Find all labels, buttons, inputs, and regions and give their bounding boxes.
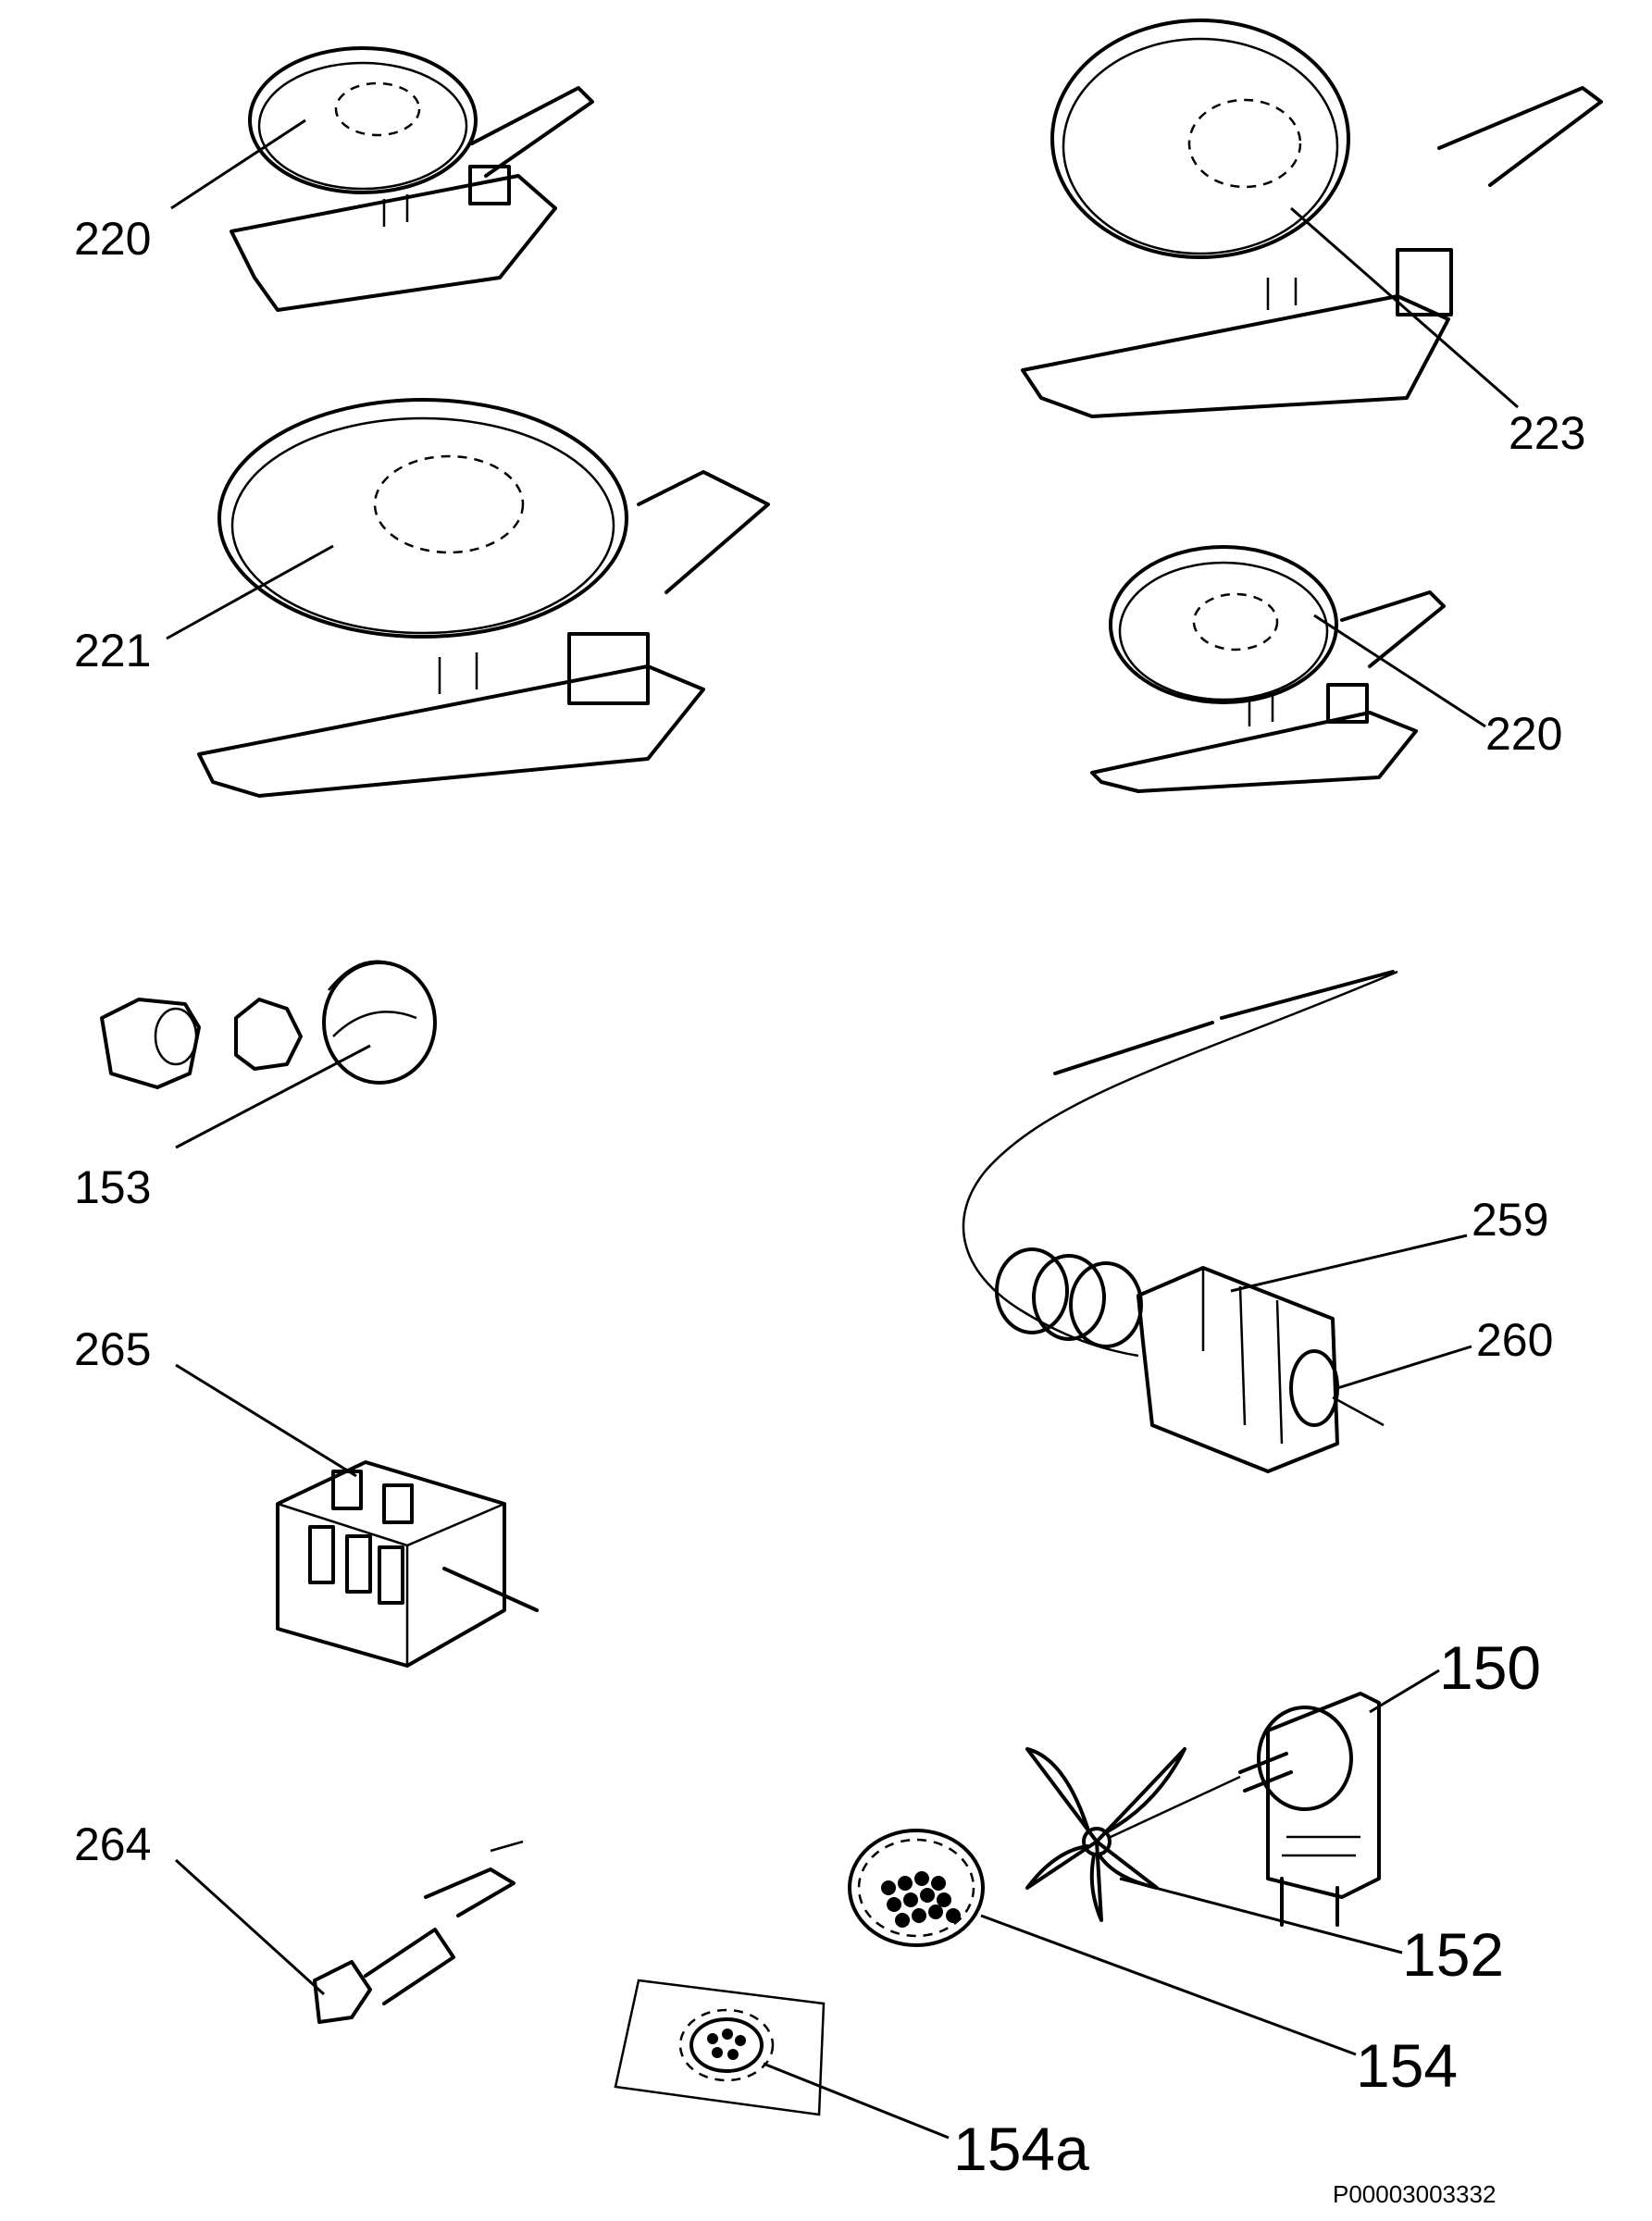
label-259: 259 bbox=[1472, 1194, 1548, 1246]
document-code: P00003003332 bbox=[1333, 2180, 1496, 2208]
hotplate-221 bbox=[197, 398, 770, 798]
label-153: 153 bbox=[74, 1161, 151, 1213]
hotplate-223 bbox=[1021, 19, 1603, 418]
label-154: 154 bbox=[1356, 2031, 1458, 2100]
selector-switch-265 bbox=[276, 1460, 539, 1668]
filter-sheet-154a bbox=[614, 1979, 826, 2116]
leader-lines bbox=[166, 118, 1519, 2140]
label-154a: 154a bbox=[953, 2115, 1089, 2183]
hotplate-220-top bbox=[230, 46, 594, 312]
label-264: 264 bbox=[74, 1818, 151, 1870]
label-150: 150 bbox=[1439, 1633, 1541, 1702]
label-265: 265 bbox=[74, 1323, 151, 1375]
fan-blade-152 bbox=[1025, 1747, 1241, 1922]
thermostat-259-260 bbox=[962, 970, 1398, 1473]
part-labels: 220 223 221 220 153 259 260 265 150 152 … bbox=[74, 213, 1585, 2208]
fan-motor-150 bbox=[1238, 1692, 1381, 1927]
ignitor-264 bbox=[313, 1840, 524, 2024]
grease-filter-154 bbox=[848, 1829, 985, 1947]
label-221: 221 bbox=[74, 625, 151, 676]
hotplate-220-right bbox=[1090, 545, 1446, 793]
label-220-right: 220 bbox=[1485, 708, 1562, 760]
label-152: 152 bbox=[1402, 1920, 1504, 1989]
oven-lamp-153 bbox=[100, 960, 437, 1089]
label-260: 260 bbox=[1476, 1314, 1553, 1366]
label-223: 223 bbox=[1509, 407, 1585, 459]
label-220-top: 220 bbox=[74, 213, 151, 265]
